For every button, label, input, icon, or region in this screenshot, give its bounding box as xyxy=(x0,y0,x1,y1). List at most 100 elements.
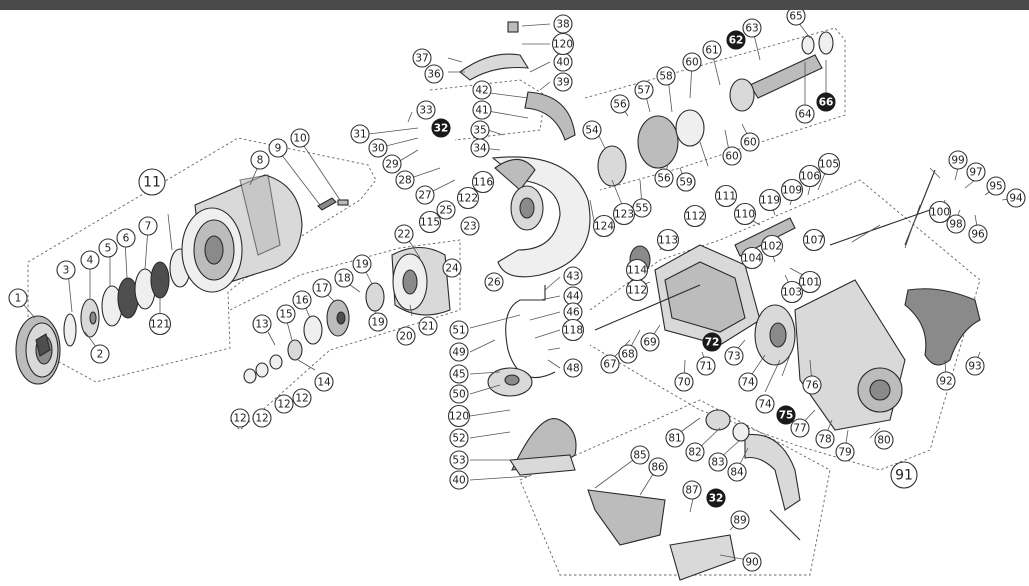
callout-label: 83 xyxy=(711,457,724,469)
callout-label: 68 xyxy=(621,349,634,361)
callout-74: 74 xyxy=(755,394,775,414)
callout-71: 71 xyxy=(696,356,716,376)
callout-105: 105 xyxy=(817,152,841,176)
callout-116: 116 xyxy=(471,170,495,194)
callout-43: 43 xyxy=(563,266,583,286)
callout-label: 78 xyxy=(818,434,831,446)
callout-1: 1 xyxy=(8,288,28,308)
callout-28: 28 xyxy=(395,170,415,190)
callout-label: 76 xyxy=(805,380,819,392)
callout-label: 32 xyxy=(709,493,724,505)
callout-label: 44 xyxy=(566,291,580,303)
callout-68: 68 xyxy=(618,344,638,364)
callout-label: 8 xyxy=(257,155,264,167)
callout-label: 60 xyxy=(725,151,738,163)
callout-label: 120 xyxy=(449,411,469,423)
callout-53: 53 xyxy=(449,450,469,470)
callout-16: 16 xyxy=(292,290,312,310)
callout-label: 5 xyxy=(105,243,112,255)
callout-label: 59 xyxy=(679,177,692,189)
callout-label: 111 xyxy=(716,191,736,203)
callout-label: 9 xyxy=(275,143,282,155)
callout-114: 114 xyxy=(625,258,649,282)
callout-94: 94 xyxy=(1006,188,1026,208)
callout-label: 1 xyxy=(15,293,22,305)
callout-10: 10 xyxy=(290,128,310,148)
callout-label: 123 xyxy=(614,209,634,221)
callout-label: 13 xyxy=(255,319,268,331)
callout-label: 15 xyxy=(279,309,292,321)
callout-label: 122 xyxy=(458,193,478,205)
callout-label: 45 xyxy=(452,369,465,381)
callout-label: 67 xyxy=(603,359,616,371)
callout-60: 60 xyxy=(682,52,702,72)
callout-98: 98 xyxy=(946,214,966,234)
callout-label: 97 xyxy=(969,167,982,179)
callout-82: 82 xyxy=(685,442,705,462)
callout-label: 30 xyxy=(371,143,384,155)
callout-label: 63 xyxy=(745,23,758,35)
callout-label: 103 xyxy=(782,287,802,299)
callout-label: 11 xyxy=(143,175,161,191)
callout-65: 65 xyxy=(786,10,806,26)
callout-label: 119 xyxy=(760,195,780,207)
callout-112: 112 xyxy=(683,204,707,228)
callout-12: 12 xyxy=(252,408,272,428)
callout-45: 45 xyxy=(449,364,469,384)
callout-label: 32 xyxy=(434,123,449,135)
callout-104: 104 xyxy=(740,246,764,270)
callout-label: 17 xyxy=(315,283,328,295)
body-assembly xyxy=(587,31,981,581)
callout-111: 111 xyxy=(714,184,738,208)
callout-66: 66 xyxy=(816,92,836,112)
callout-30: 30 xyxy=(368,138,388,158)
callout-5: 5 xyxy=(98,238,118,258)
callout-label: 39 xyxy=(556,77,569,89)
callout-60: 60 xyxy=(740,132,760,152)
callout-44: 44 xyxy=(563,286,583,306)
callout-15: 15 xyxy=(276,304,296,324)
callout-label: 33 xyxy=(419,105,432,117)
callout-39: 39 xyxy=(553,72,573,92)
callout-label: 24 xyxy=(445,263,459,275)
callout-label: 96 xyxy=(971,229,985,241)
callout-38: 38 xyxy=(553,14,573,34)
callout-12: 12 xyxy=(274,394,294,414)
callout-label: 37 xyxy=(415,53,428,65)
callout-label: 40 xyxy=(452,475,465,487)
callout-8: 8 xyxy=(250,150,270,170)
callout-label: 84 xyxy=(730,467,744,479)
callout-22: 22 xyxy=(394,224,414,244)
callout-label: 110 xyxy=(735,209,755,221)
callout-95: 95 xyxy=(986,176,1006,196)
callout-label: 112 xyxy=(627,285,647,297)
callout-123: 123 xyxy=(612,202,636,226)
callout-label: 21 xyxy=(421,321,434,333)
callout-label: 40 xyxy=(556,57,569,69)
callout-label: 6 xyxy=(123,233,130,245)
callout-31: 31 xyxy=(350,124,370,144)
callout-77: 77 xyxy=(790,418,810,438)
callout-76: 76 xyxy=(802,375,822,395)
callout-64: 64 xyxy=(795,104,815,124)
callout-41: 41 xyxy=(472,100,492,120)
callout-40: 40 xyxy=(449,470,469,490)
callout-118: 118 xyxy=(561,318,585,342)
callout-label: 36 xyxy=(427,69,441,81)
callout-55: 55 xyxy=(632,198,652,218)
callout-label: 12 xyxy=(233,413,246,425)
callout-40: 40 xyxy=(553,52,573,72)
callout-54: 54 xyxy=(582,120,602,140)
callout-99: 99 xyxy=(948,150,968,170)
callout-label: 12 xyxy=(295,393,308,405)
callout-106: 106 xyxy=(798,164,822,188)
callout-29: 29 xyxy=(382,154,402,174)
callout-25: 25 xyxy=(436,200,456,220)
callout-label: 60 xyxy=(743,137,756,149)
callout-label: 2 xyxy=(97,349,104,361)
callout-80: 80 xyxy=(874,430,894,450)
callout-label: 53 xyxy=(452,455,465,467)
callout-67: 67 xyxy=(600,354,620,374)
callout-92: 92 xyxy=(936,371,956,391)
callout-label: 19 xyxy=(355,259,368,271)
